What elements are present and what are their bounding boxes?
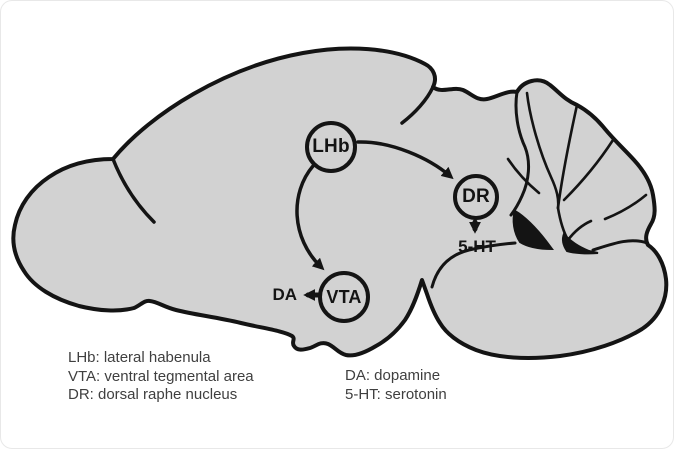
lhb-to-dr-arrow xyxy=(356,140,454,180)
cerebellum-fold-line xyxy=(562,138,615,202)
lhb-to-vta-arrow xyxy=(295,164,325,271)
cerebellum-fold-line xyxy=(556,103,579,210)
node-vta-label: VTA xyxy=(326,286,362,307)
legend-item-5ht: 5-HT: serotonin xyxy=(345,385,447,403)
legend-abbreviations-right: DA: dopamine 5-HT: serotonin xyxy=(345,367,447,404)
legend-item-lhb: LHb: lateral habenula xyxy=(68,349,211,366)
legend-item-vta: VTA: ventral tegmental area xyxy=(68,367,254,385)
node-lhb: LHb xyxy=(305,121,357,173)
legend-abbreviations-left: LHb: lateral habenula VTA: ventral tegme… xyxy=(68,349,254,405)
node-dr: DR xyxy=(453,174,499,220)
pons-divider-line xyxy=(430,241,517,289)
brain-outline xyxy=(11,46,669,360)
fourth-ventricle-black-wedge xyxy=(562,232,599,255)
cerebellum-front-line xyxy=(509,90,531,217)
legend-item-da: DA: dopamine xyxy=(345,367,441,384)
cortex-divider-line xyxy=(400,85,435,125)
serotonin-label: 5-HT xyxy=(458,237,496,256)
node-dr-label: DR xyxy=(462,186,490,207)
dopamine-label: DA xyxy=(272,285,297,304)
node-vta: VTA xyxy=(318,271,370,323)
cerebellum-fold-line xyxy=(506,157,541,195)
cerebellum-fold-line xyxy=(603,193,648,221)
node-lhb-label: LHb xyxy=(312,136,350,157)
fourth-ventricle-black-wedge xyxy=(512,209,555,251)
legend-item-dr: DR: dorsal raphe nucleus xyxy=(68,386,238,403)
cerebellum-base-line xyxy=(591,239,649,252)
olfactory-bulb-divider-line xyxy=(111,157,156,224)
cerebellum-fold-line xyxy=(525,91,560,210)
